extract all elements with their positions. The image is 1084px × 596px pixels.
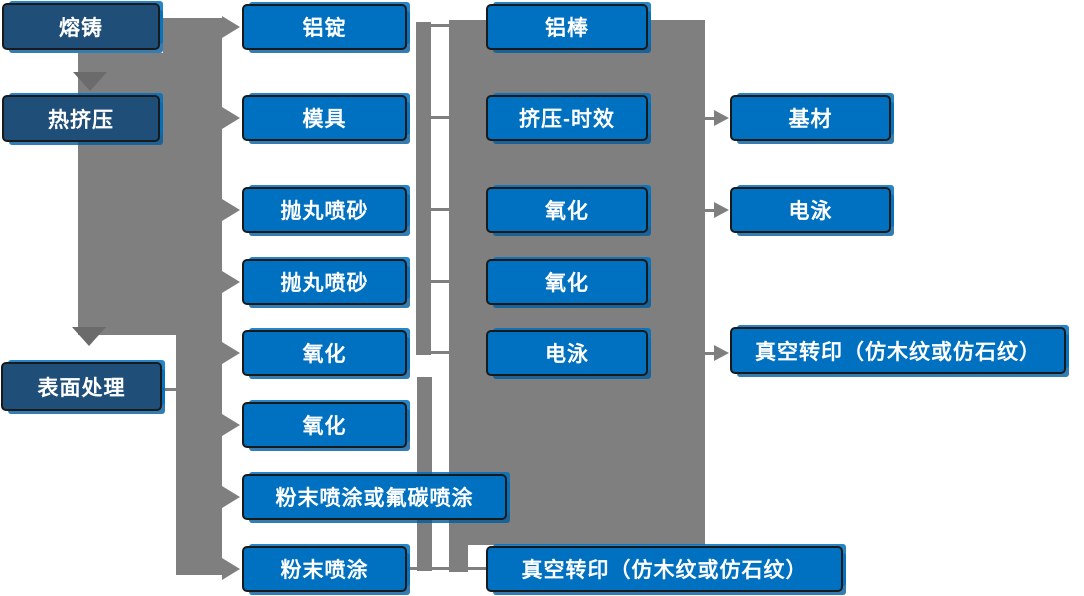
tie-line-surface-treatment <box>162 388 177 391</box>
arrow-to-oxidation-c2-1 <box>222 342 240 364</box>
node-vacuum-transfer-c4-label: 真空转印（仿木纹或仿石纹） <box>755 340 1041 364</box>
arrow-down-to-surface-treatment <box>72 327 106 346</box>
line-to-electrophoresis-c4 <box>702 209 715 212</box>
node-shot-blast-2: 抛丸喷砂 <box>242 259 407 305</box>
line-to-vacuum-transfer-c4 <box>702 352 715 355</box>
arrow-to-al-ingot <box>222 16 240 38</box>
tie-line-oxidation-2 <box>431 280 449 283</box>
node-oxidation-c3-2-label: 氧化 <box>545 272 589 295</box>
node-electrophoresis-c4-label: 电泳 <box>788 200 833 223</box>
node-oxidation-c3-2: 氧化 <box>486 259 648 305</box>
node-oxidation-c2-2-label: 氧化 <box>302 415 347 438</box>
arrow-to-base-material <box>714 110 729 126</box>
wide-band-bottom-strip <box>449 545 468 572</box>
node-extrusion-aging: 挤压-时效 <box>486 95 648 141</box>
tie-line-powder-to-vacuum <box>406 567 486 570</box>
arrow-to-powder-fluorocarbon <box>222 486 240 508</box>
node-al-ingot-label: 铝锭 <box>302 17 347 40</box>
arrow-to-vacuum-transfer-c4 <box>714 345 729 361</box>
line-to-base-material <box>702 117 715 120</box>
node-melt-cast: 熔铸 <box>2 3 160 50</box>
node-hot-extrusion: 热挤压 <box>2 95 160 142</box>
arrow-to-shot-blast-1 <box>222 199 240 221</box>
node-oxidation-c2-1: 氧化 <box>242 330 407 376</box>
node-powder-coating-label: 粉末喷涂 <box>280 559 369 582</box>
arrow-to-mold <box>222 107 240 129</box>
node-melt-cast-label: 熔铸 <box>59 16 103 40</box>
node-mold-label: 模具 <box>302 108 347 131</box>
node-hot-extrusion-label: 热挤压 <box>48 108 114 132</box>
left-top-arm-band <box>163 18 222 55</box>
arrow-to-electrophoresis-c4 <box>714 202 729 218</box>
node-powder-coating: 粉末喷涂 <box>242 546 407 592</box>
node-oxidation-c3-1: 氧化 <box>486 187 648 233</box>
node-shot-blast-2-label: 抛丸喷砂 <box>280 272 369 295</box>
left-lower-band <box>176 335 222 575</box>
node-base-material: 基材 <box>730 95 891 141</box>
tie-line-extrusion-aging <box>431 116 449 119</box>
node-mold: 模具 <box>242 95 407 141</box>
node-surface-treatment: 表面处理 <box>1 362 162 411</box>
node-electrophoresis-c4: 电泳 <box>730 187 891 233</box>
node-extrusion-aging-label: 挤压-时效 <box>519 108 615 131</box>
tie-line-electrophoresis <box>431 351 449 354</box>
node-vacuum-transfer-c3-label: 真空转印（仿木纹或仿石纹） <box>521 559 808 582</box>
mid-narrow-band-upper <box>416 22 431 355</box>
node-oxidation-c2-2: 氧化 <box>242 402 407 448</box>
tie-line-al-rod <box>431 24 449 27</box>
arrow-to-powder-coating <box>222 558 240 580</box>
node-oxidation-c2-1-label: 氧化 <box>302 343 347 366</box>
node-powder-or-fluorocarbon: 粉末喷涂或氟碳喷涂 <box>242 474 507 520</box>
node-electrophoresis-c3-label: 电泳 <box>545 343 589 366</box>
node-powder-or-fluorocarbon-label: 粉末喷涂或氟碳喷涂 <box>275 487 474 510</box>
node-surface-treatment-label: 表面处理 <box>37 376 126 400</box>
tie-line-oxidation-1 <box>431 208 449 211</box>
arrow-down-to-hot-extrusion <box>73 72 107 91</box>
node-al-ingot: 铝锭 <box>242 4 407 50</box>
node-electrophoresis-c3: 电泳 <box>486 330 648 376</box>
node-shot-blast-1-label: 抛丸喷砂 <box>280 200 369 223</box>
node-base-material-label: 基材 <box>788 108 833 131</box>
node-shot-blast-1: 抛丸喷砂 <box>242 187 407 233</box>
arrow-to-shot-blast-2 <box>222 271 240 293</box>
node-vacuum-transfer-c3: 真空转印（仿木纹或仿石纹） <box>486 546 843 592</box>
node-al-rod: 铝棒 <box>486 4 648 50</box>
node-al-rod-label: 铝棒 <box>545 17 589 40</box>
node-vacuum-transfer-c4: 真空转印（仿木纹或仿石纹） <box>730 327 1066 374</box>
node-oxidation-c3-1-label: 氧化 <box>545 200 589 223</box>
arrow-to-oxidation-c2-2 <box>222 414 240 436</box>
